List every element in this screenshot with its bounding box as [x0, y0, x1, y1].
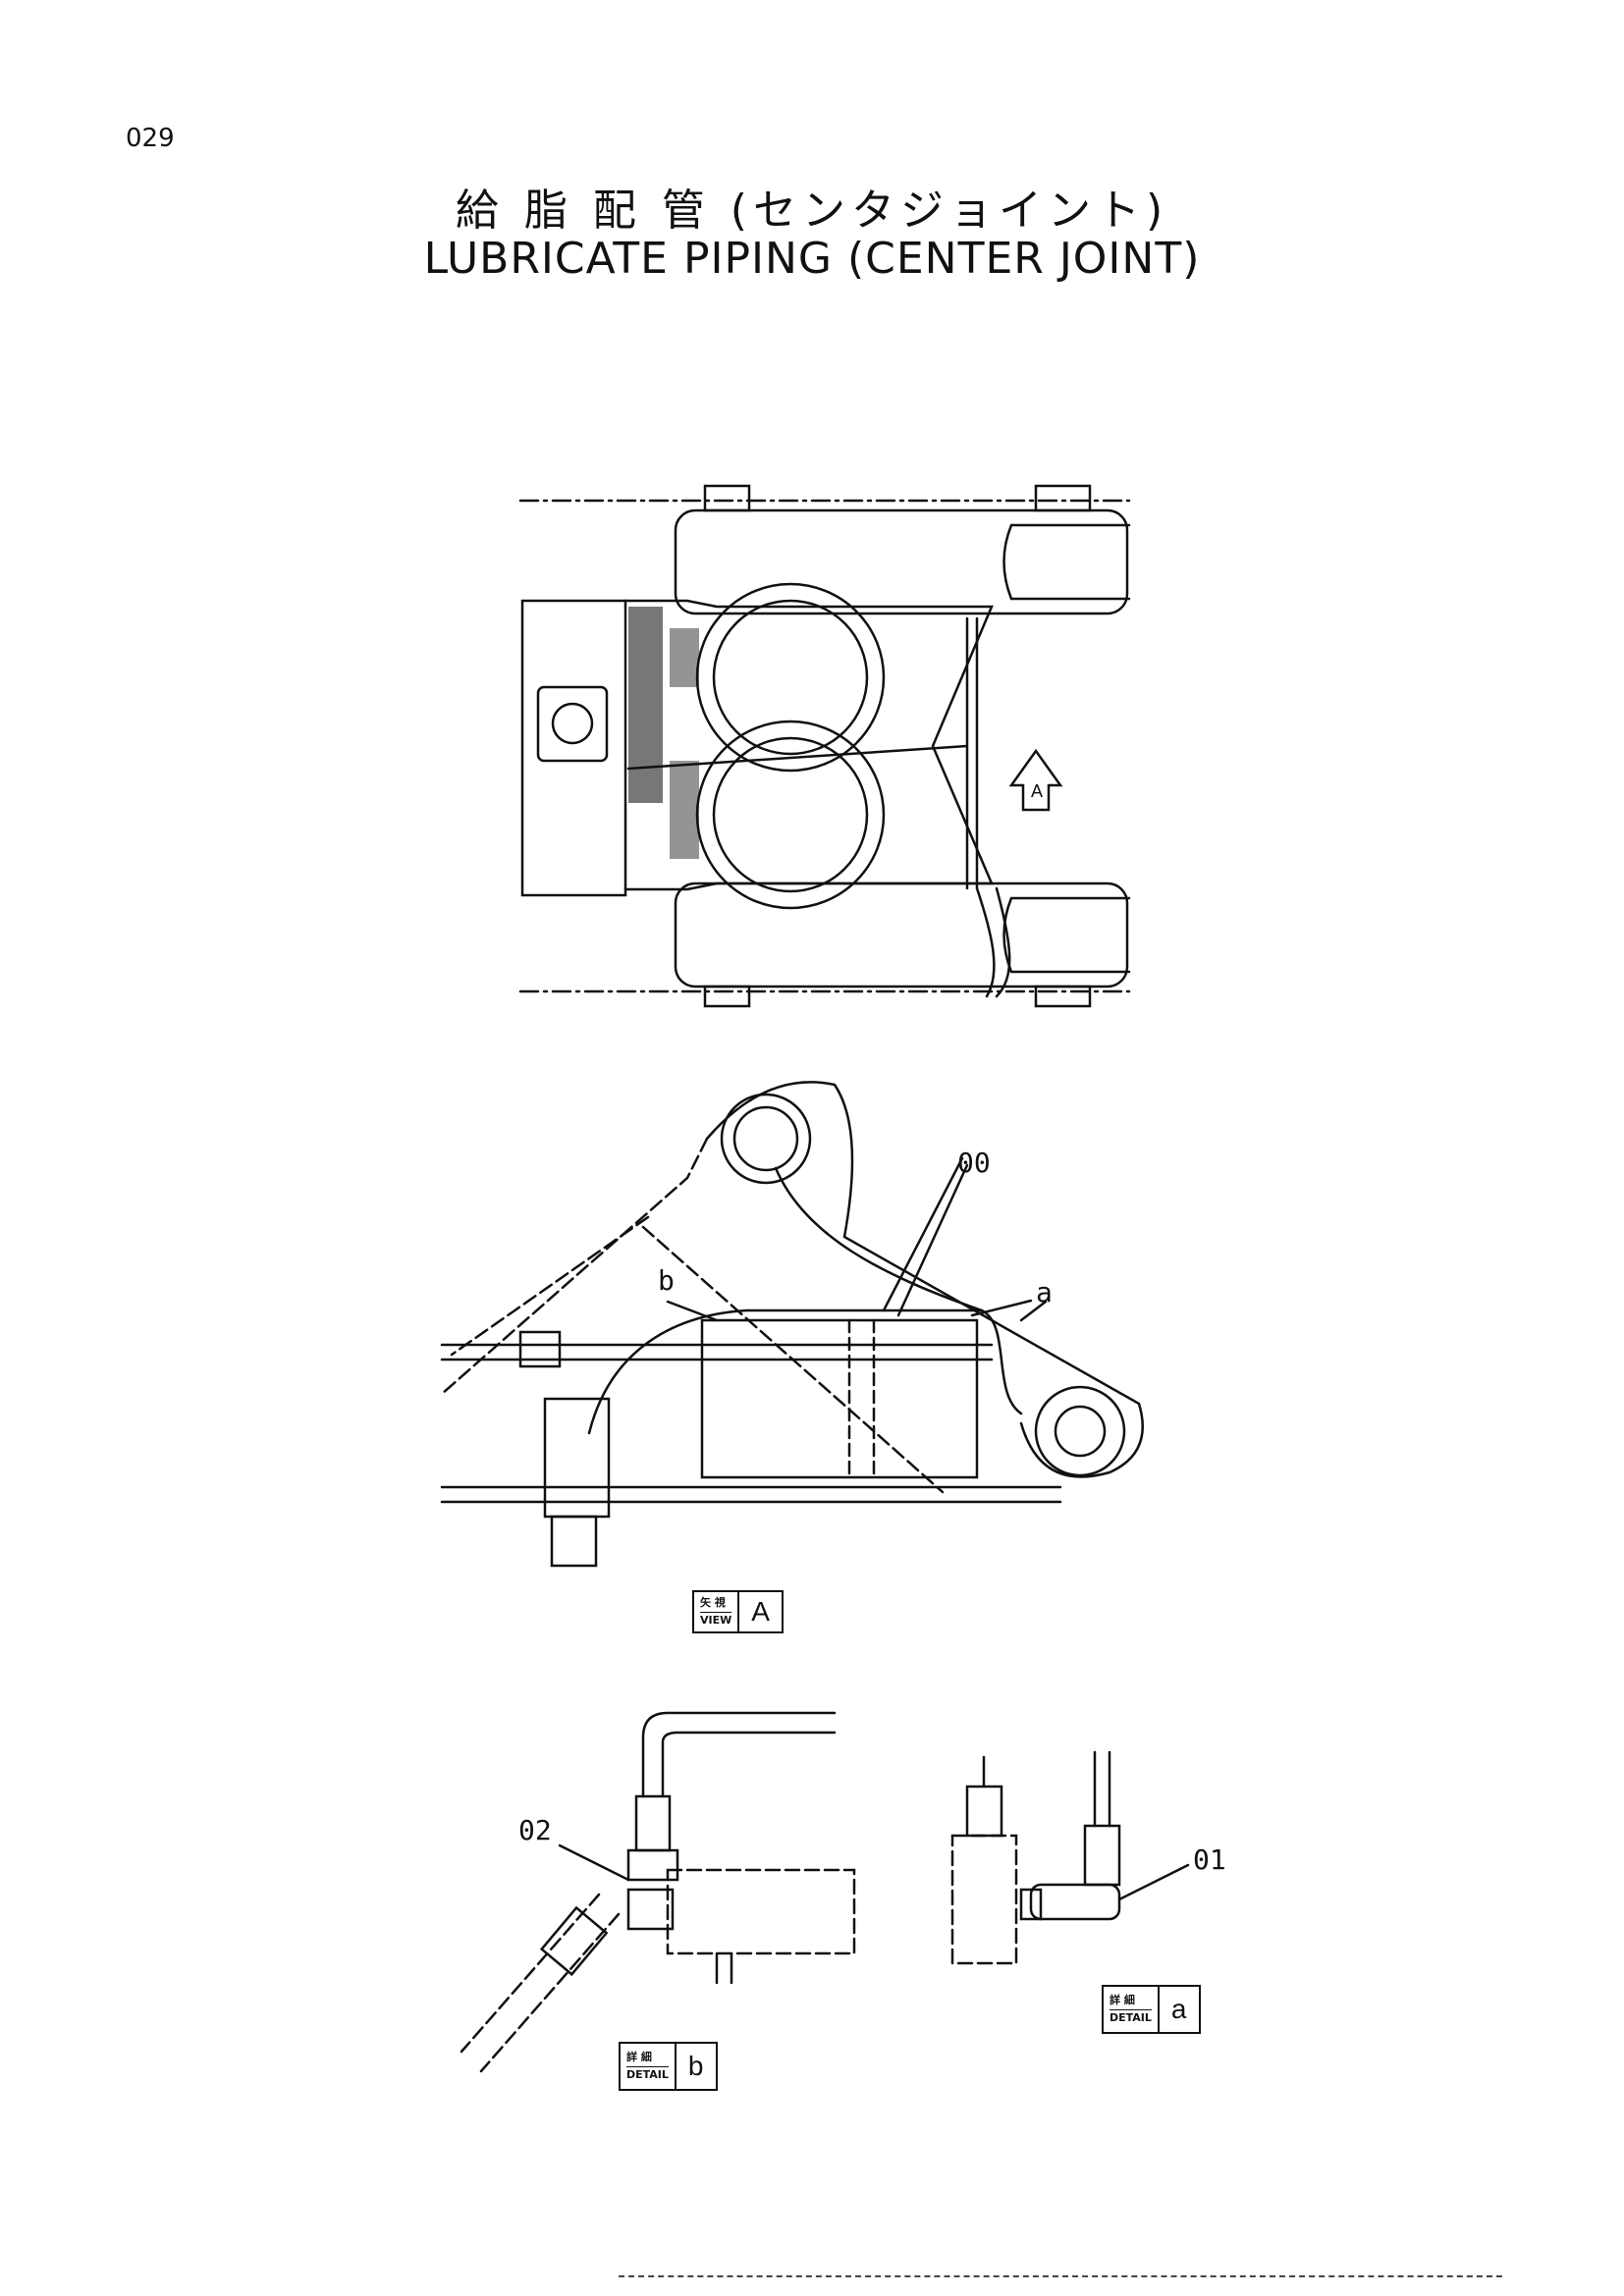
detail-b-tag-top: 詳 細 [626, 2050, 669, 2067]
callout-part-01: 01 [1193, 1843, 1226, 1876]
title-english: LUBRICATE PIPING (CENTER JOINT) [423, 234, 1201, 284]
view-a-tag-bottom: VIEW [700, 1613, 732, 1627]
detail-b-tag-box: 詳 細 DETAIL [621, 2044, 677, 2089]
top-view: A [518, 484, 1131, 1008]
detail-b-tag-letter: b [687, 2051, 704, 2081]
view-a-tag-letter: A [751, 1596, 770, 1627]
detail-a-tag-top: 詳 細 [1110, 1993, 1152, 2010]
detail-b-tag-bottom: DETAIL [626, 2067, 669, 2081]
footer-rule [619, 2275, 1502, 2277]
callout-part-00: 00 [957, 1147, 991, 1179]
view-a-arrow-label: A [1031, 781, 1043, 801]
view-a-tag-box: 矢 視 VIEW [694, 1592, 740, 1631]
callout-detail-b: b [658, 1264, 675, 1297]
detail-a-tag: 詳 細 DETAIL a [1102, 1985, 1201, 2034]
detail-a-drawing [950, 1750, 1190, 1965]
detail-a-tag-letter: a [1170, 1994, 1187, 2024]
detail-b-drawing [460, 1711, 856, 2073]
view-a-tag-top: 矢 視 [700, 1595, 732, 1613]
view-a-tag: 矢 視 VIEW A [692, 1590, 784, 1633]
side-view [440, 1081, 1144, 1568]
detail-a-tag-bottom: DETAIL [1110, 2010, 1152, 2024]
callout-detail-a: a [1036, 1276, 1053, 1308]
detail-b-tag: 詳 細 DETAIL b [619, 2042, 718, 2091]
callout-part-02: 02 [518, 1814, 552, 1846]
detail-a-tag-box: 詳 細 DETAIL [1104, 1987, 1160, 2032]
page-number: 029 [126, 124, 175, 153]
title-japanese: 給 脂 配 管 (センタジョイント) [455, 186, 1169, 236]
